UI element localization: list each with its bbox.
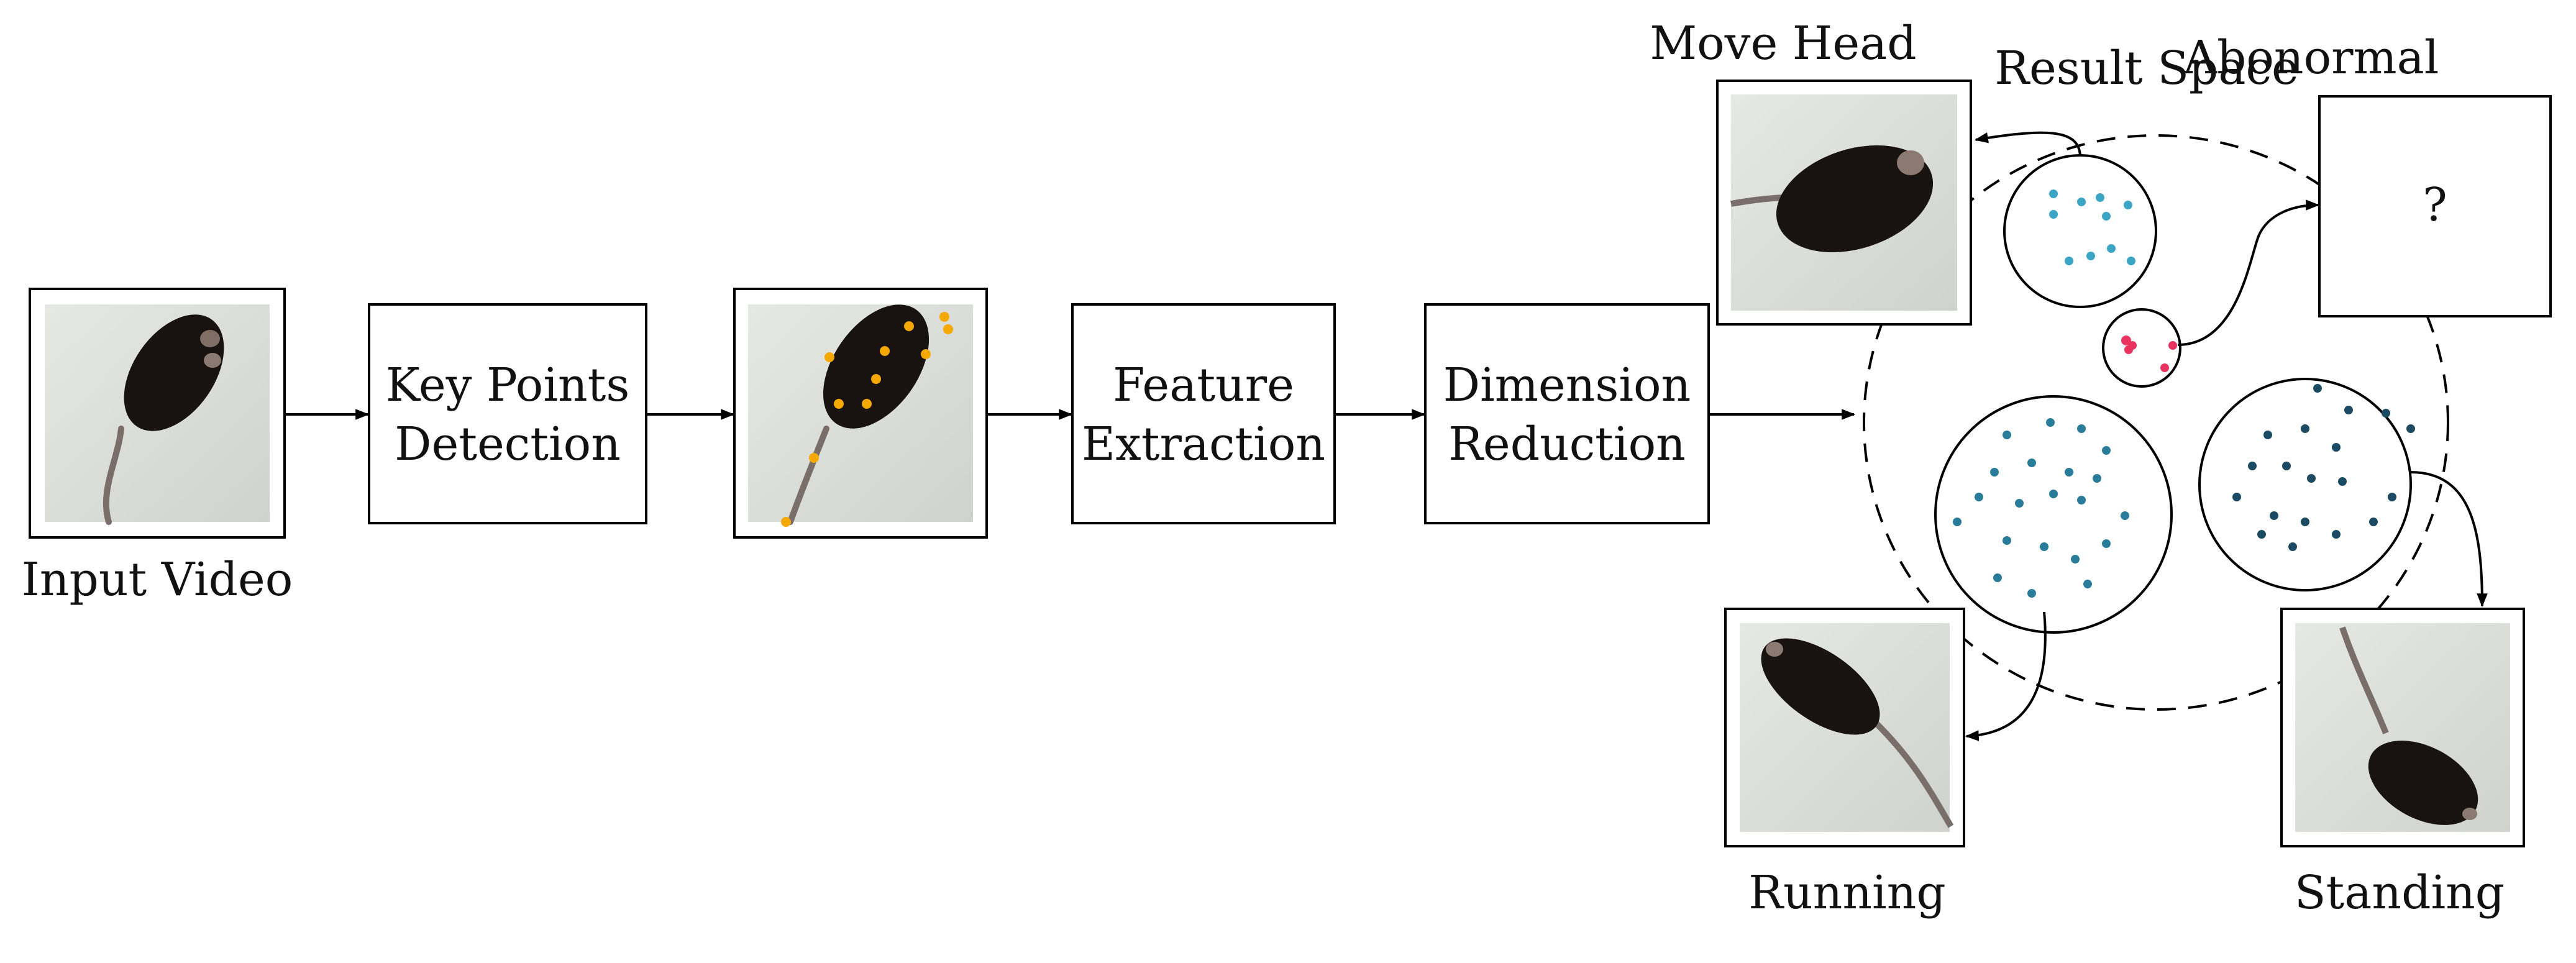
mouse-icon (2339, 626, 2478, 825)
curved-arrow-icon (1965, 611, 2047, 741)
mouse-icon (1730, 145, 1934, 253)
mouse-icon (103, 314, 224, 525)
key-points-label-line2: Detection (395, 418, 621, 471)
dimension-label-line1: Dimension (1443, 358, 1691, 412)
cluster-abnormal-points (2121, 335, 2177, 372)
key-points-detection-box (368, 303, 647, 524)
key-points-label-line1: Key Points (386, 358, 630, 412)
move-head-label: Move Head (1650, 17, 1916, 70)
cluster-standing-points (2232, 384, 2415, 551)
input-video-frame (29, 288, 286, 539)
result-space-label: Result Space (1994, 42, 2299, 95)
curved-arrow-icon (2177, 199, 2320, 346)
running-frame (1724, 608, 1965, 847)
keypoints (781, 312, 953, 527)
curved-arrow-icon (1974, 131, 2081, 156)
cluster-abnormal (2102, 308, 2181, 388)
abnormal-question-mark: ? (2423, 178, 2447, 232)
feature-extraction-box (1071, 303, 1336, 524)
curved-arrow-icon (2410, 471, 2488, 608)
cluster-move-head-points (2049, 189, 2135, 265)
mouse-icon (787, 304, 929, 525)
cluster-standing (2198, 378, 2412, 591)
cluster-running (1934, 395, 2173, 634)
input-video-label: Input Video (22, 553, 293, 606)
move-head-frame (1716, 80, 1972, 326)
mouse-icon (1761, 638, 1954, 828)
dimension-label-line2: Reduction (1448, 418, 1686, 471)
standing-label: Standing (2295, 866, 2505, 920)
keypoints-frame (733, 288, 988, 539)
standing-frame (2280, 608, 2525, 847)
abnormal-label: Abonormal (2183, 31, 2439, 84)
feature-label-line2: Extraction (1082, 418, 1325, 471)
abnormal-box (2318, 95, 2552, 317)
result-space-circle (1863, 134, 2449, 711)
running-label: Running (1748, 866, 1945, 920)
cluster-running-points (1953, 418, 2129, 598)
feature-label-line1: Feature (1113, 358, 1294, 412)
cluster-move-head (2003, 154, 2157, 308)
dimension-reduction-box (1424, 303, 1710, 524)
